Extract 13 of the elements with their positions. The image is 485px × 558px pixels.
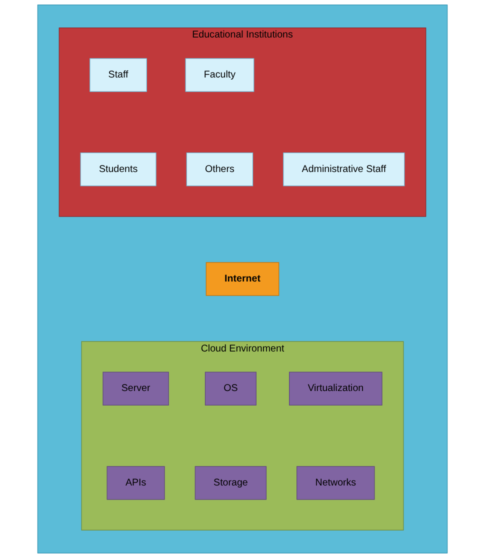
node-box: Faculty <box>185 58 254 92</box>
node-box: APIs <box>106 466 165 500</box>
node-box: Internet <box>206 262 280 296</box>
cluster <box>37 4 448 554</box>
node-box: Others <box>186 152 254 186</box>
node-box: Storage <box>194 466 267 500</box>
node-box: Students <box>80 152 156 186</box>
node-box: Networks <box>296 466 375 500</box>
node-box: Server <box>102 372 169 406</box>
node-box: Virtualization <box>289 372 382 406</box>
node-box: Staff <box>90 58 147 92</box>
node-box: Administrative Staff <box>283 152 405 186</box>
node-box: OS <box>204 372 256 406</box>
